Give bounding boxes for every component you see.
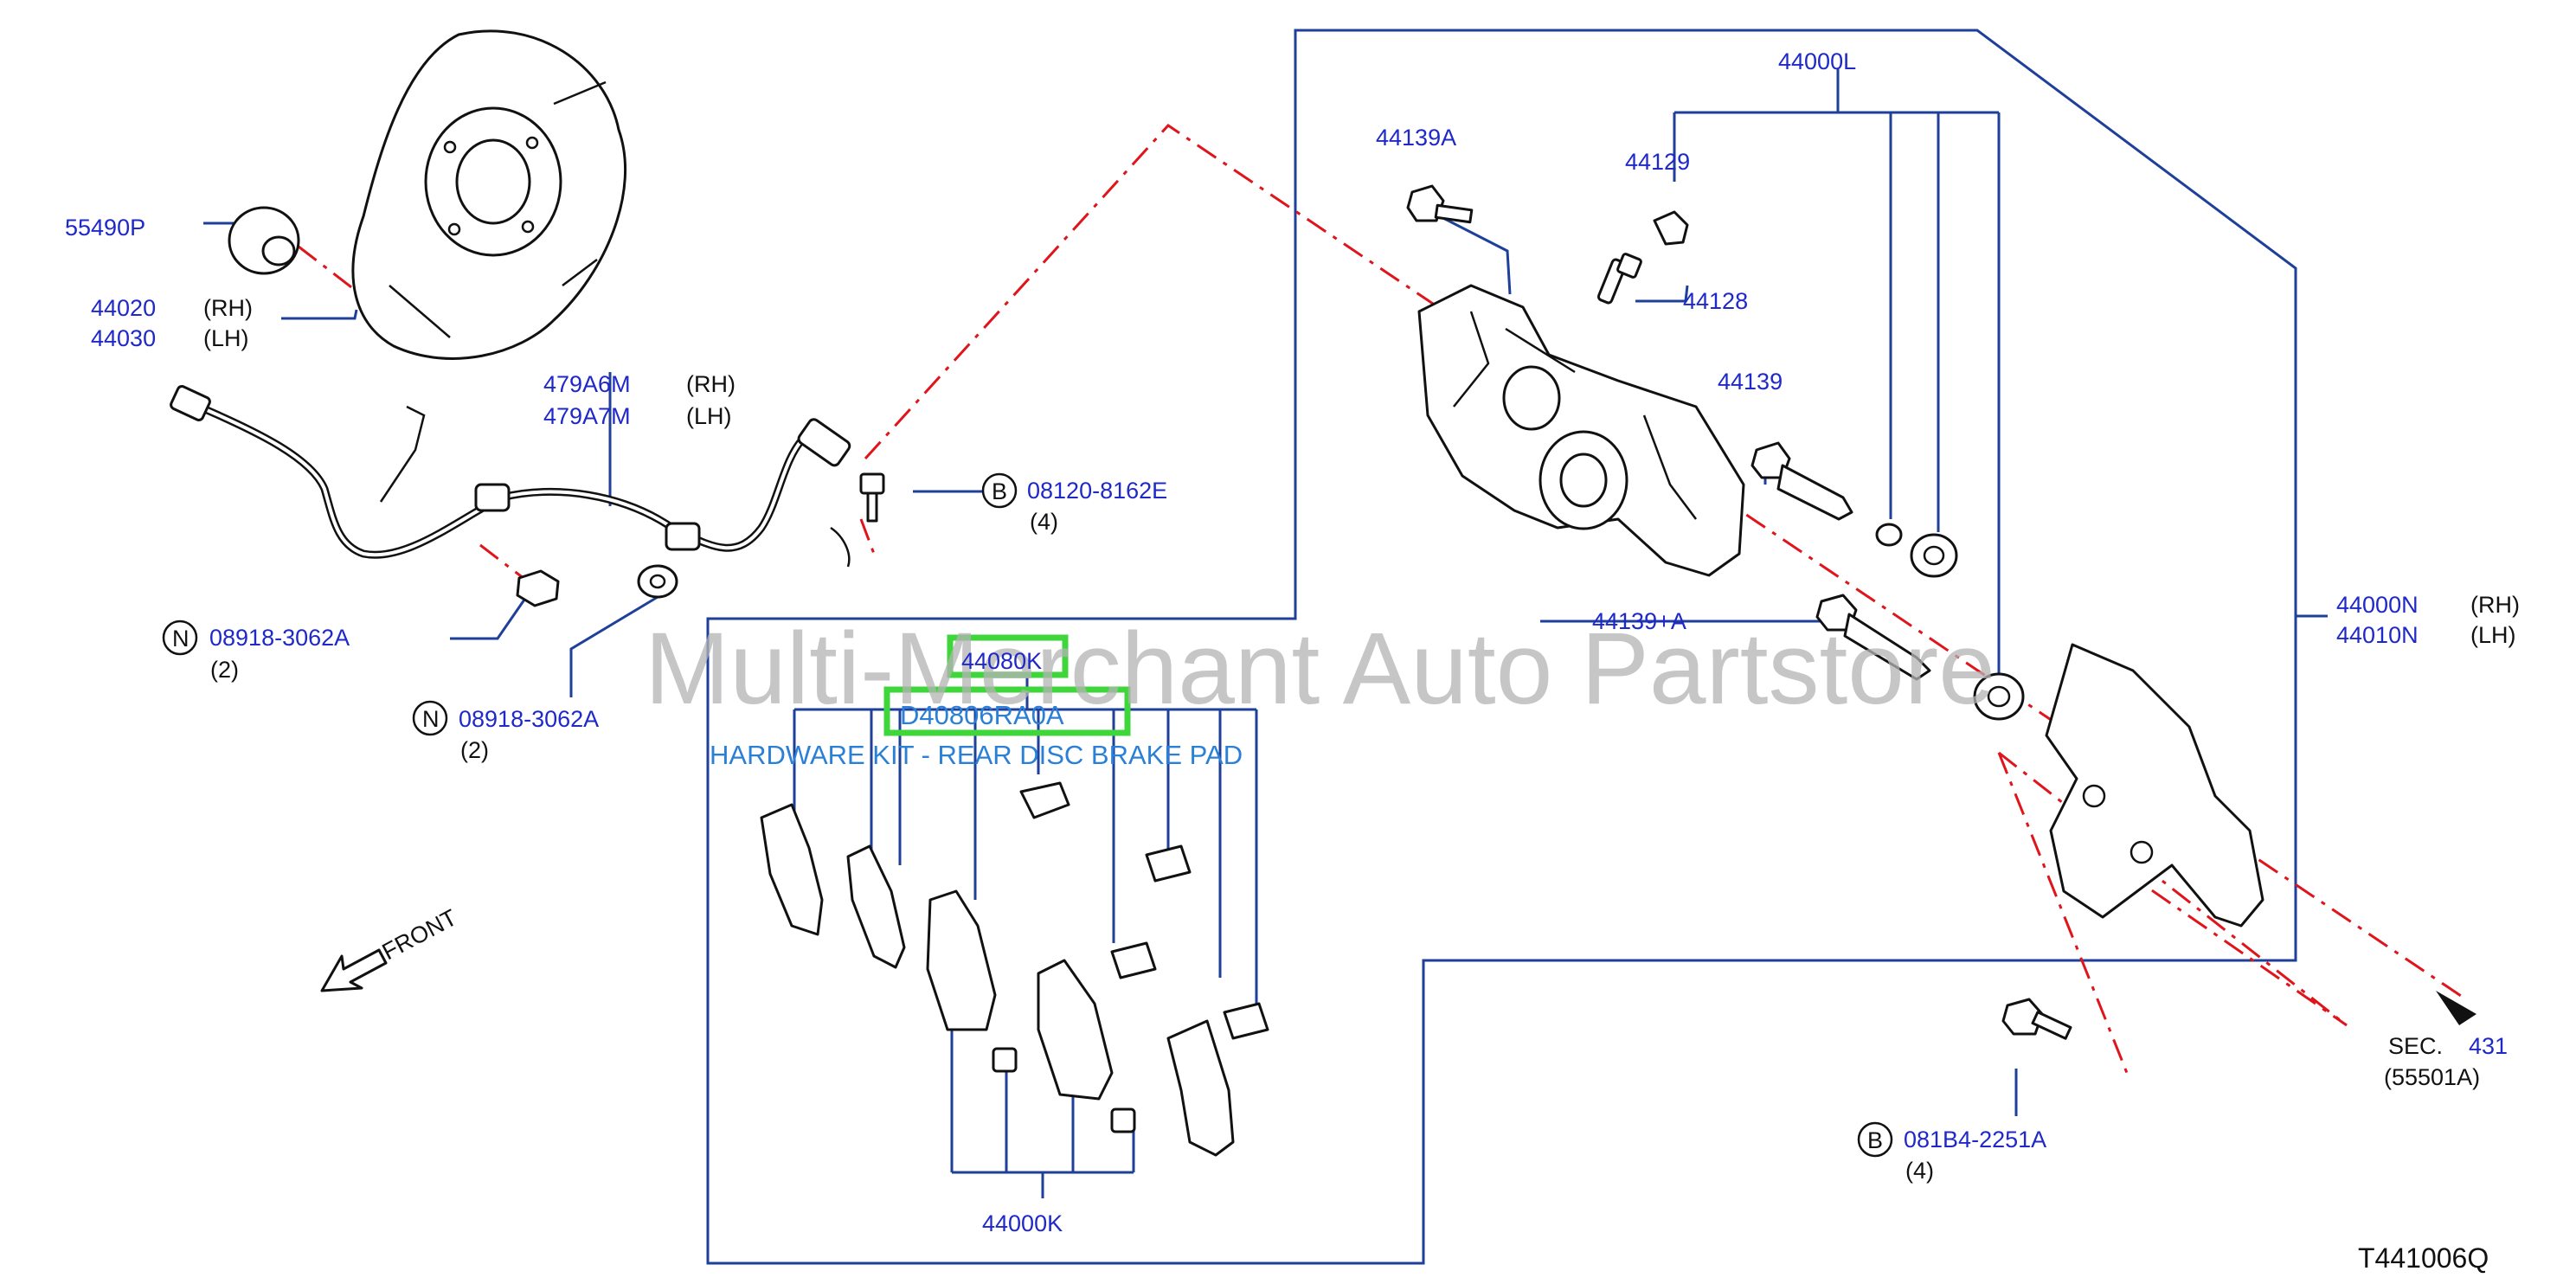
label-479a6m-rh: (RH) <box>686 371 736 397</box>
label-08918-a-qty: (2) <box>210 657 239 683</box>
brake-caliper-part <box>1417 284 1745 577</box>
dust-shield-part <box>351 29 626 360</box>
label-44129: 44129 <box>1625 149 1690 175</box>
clip-nut-part <box>516 564 678 607</box>
label-44000n: 44000N <box>2336 592 2419 618</box>
label-479a7m-lh: (LH) <box>686 403 732 429</box>
diagram-code: T441006Q <box>2358 1242 2489 1274</box>
circle-n-letter: N <box>172 626 190 652</box>
section-arrow-icon <box>2436 991 2476 1025</box>
label-d40806ra0a: D40806RA0A <box>900 700 1064 730</box>
label-sec-431: 431 <box>2469 1033 2508 1059</box>
label-479a6m: 479A6M <box>543 371 631 397</box>
circle-n-letter-2: N <box>422 706 440 732</box>
bleeder-cap-part <box>1653 210 1689 246</box>
centerline-clip-nut <box>479 543 529 583</box>
label-sec: SEC. <box>2388 1033 2443 1059</box>
circle-b-icon: B <box>981 472 1018 509</box>
bleeder-screw-part <box>1596 253 1642 305</box>
label-081b4-2251a: 081B4-2251A <box>1904 1127 2046 1152</box>
label-44080k: 44080K <box>961 648 1042 674</box>
label-44020-rh: (RH) <box>203 295 253 321</box>
pad-clip-part <box>1019 781 1269 1040</box>
bracket-bolt-part <box>2001 998 2072 1040</box>
circle-b-letter: B <box>992 478 1007 504</box>
wheel-speed-sensor-part <box>170 385 851 568</box>
label-44139: 44139 <box>1718 369 1783 395</box>
label-08120-8162e: 08120-8162E <box>1027 478 1167 504</box>
label-44000l: 44000L <box>1778 48 1856 74</box>
label-44020: 44020 <box>91 295 156 321</box>
front-arrow-icon <box>320 948 388 992</box>
label-front: FRONT <box>378 904 461 965</box>
circle-b-icon-2: B <box>1857 1121 1893 1158</box>
guide-pin-44139plusa-part <box>1815 594 1931 681</box>
label-08918-a: 08918-3062A <box>209 625 350 651</box>
label-44139plusa: 44139+A <box>1592 608 1686 634</box>
watermark-text: Multi-Merchant Auto Partstore <box>645 612 1995 726</box>
brake-pad-part <box>926 889 1114 1101</box>
bushing-part <box>228 206 300 275</box>
guide-pin-44139-part <box>1751 441 1853 521</box>
label-081b4-qty: (4) <box>1905 1158 1934 1184</box>
label-sec-55501a: (55501A) <box>2384 1064 2480 1090</box>
label-08120-qty: (4) <box>1030 509 1058 535</box>
centerline-mount <box>1997 751 2348 1078</box>
label-44010n-lh: (LH) <box>2470 622 2516 648</box>
caliper-bolt-44139a-part <box>1406 184 1474 224</box>
circle-b-letter-2: B <box>1867 1127 1883 1153</box>
caliper-group-frame <box>706 29 2297 1265</box>
pad-shim-part <box>760 803 906 969</box>
circle-n-icon-2: N <box>412 700 448 736</box>
label-44139a: 44139A <box>1376 125 1456 151</box>
centerline-sensor-bolt <box>859 518 876 555</box>
label-44128: 44128 <box>1683 288 1748 314</box>
anti-rattle-spring-part <box>992 1019 1235 1157</box>
pin-boot-part <box>1875 523 2025 721</box>
label-44000k: 44000K <box>982 1210 1063 1236</box>
label-55490p: 55490P <box>65 215 145 241</box>
label-08918-b-qty: (2) <box>460 737 489 763</box>
caliper-kit-bracket <box>1673 69 2001 692</box>
highlight-d40806ra0a <box>883 686 1131 736</box>
label-hardware-kit: HARDWARE KIT - REAR DISC BRAKE PAD <box>710 740 1243 770</box>
circle-n-icon: N <box>162 620 198 656</box>
pad-set-bracket <box>950 1030 1135 1198</box>
sensor-bolt-part <box>859 472 885 523</box>
label-08918-b: 08918-3062A <box>459 706 599 732</box>
highlight-44080k <box>947 634 1069 678</box>
centerline-rotor <box>298 245 356 292</box>
caliper-bracket-part <box>2045 643 2264 928</box>
label-479a7m: 479A7M <box>543 403 631 429</box>
centerline-sensor <box>864 124 2467 1001</box>
hardware-kit-bracket <box>793 675 1258 1012</box>
label-44000n-rh: (RH) <box>2470 592 2520 618</box>
label-44030-lh: (LH) <box>203 325 249 351</box>
label-44010n: 44010N <box>2336 622 2419 648</box>
label-44030: 44030 <box>91 325 156 351</box>
